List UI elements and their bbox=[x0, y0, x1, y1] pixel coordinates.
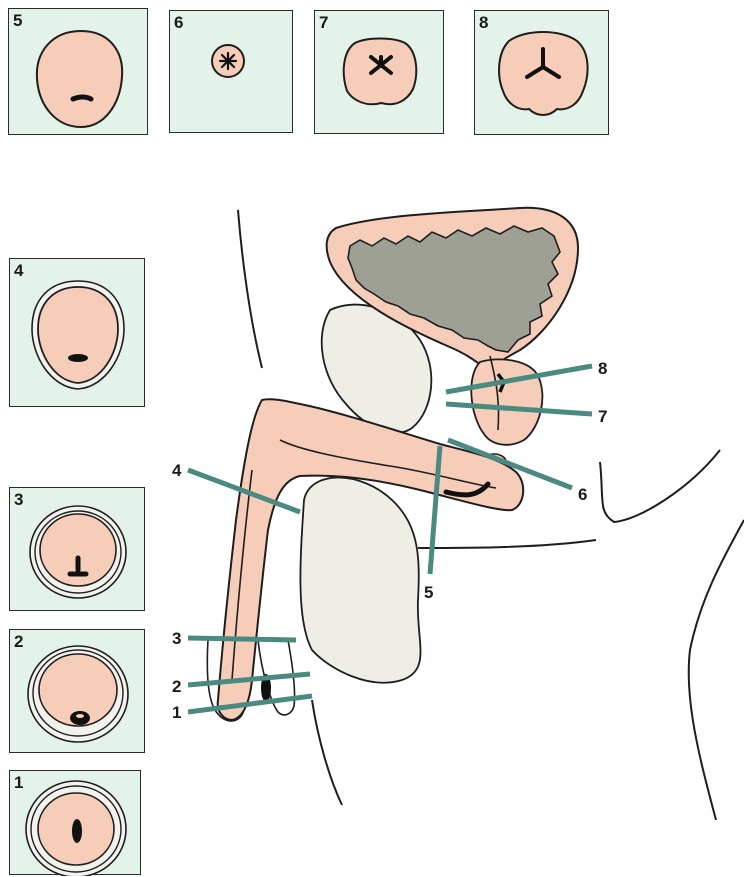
body-outline-abdomen bbox=[238, 210, 262, 368]
section-label-4: 4 bbox=[172, 461, 182, 480]
section-line-3 bbox=[188, 638, 296, 640]
body-outline-leg bbox=[312, 700, 342, 805]
section-label-1: 1 bbox=[172, 703, 181, 722]
body-outline-thigh bbox=[689, 520, 744, 820]
section-label-8: 8 bbox=[598, 359, 607, 378]
section-label-7: 7 bbox=[598, 407, 607, 426]
perineum-outline bbox=[418, 540, 596, 548]
section-label-5: 5 bbox=[424, 583, 433, 602]
prostate bbox=[471, 359, 542, 444]
body-outline-buttock bbox=[600, 450, 720, 522]
section-label-2: 2 bbox=[172, 677, 181, 696]
scrotum bbox=[300, 478, 420, 683]
section-label-6: 6 bbox=[578, 485, 587, 504]
section-label-3: 3 bbox=[172, 629, 181, 648]
